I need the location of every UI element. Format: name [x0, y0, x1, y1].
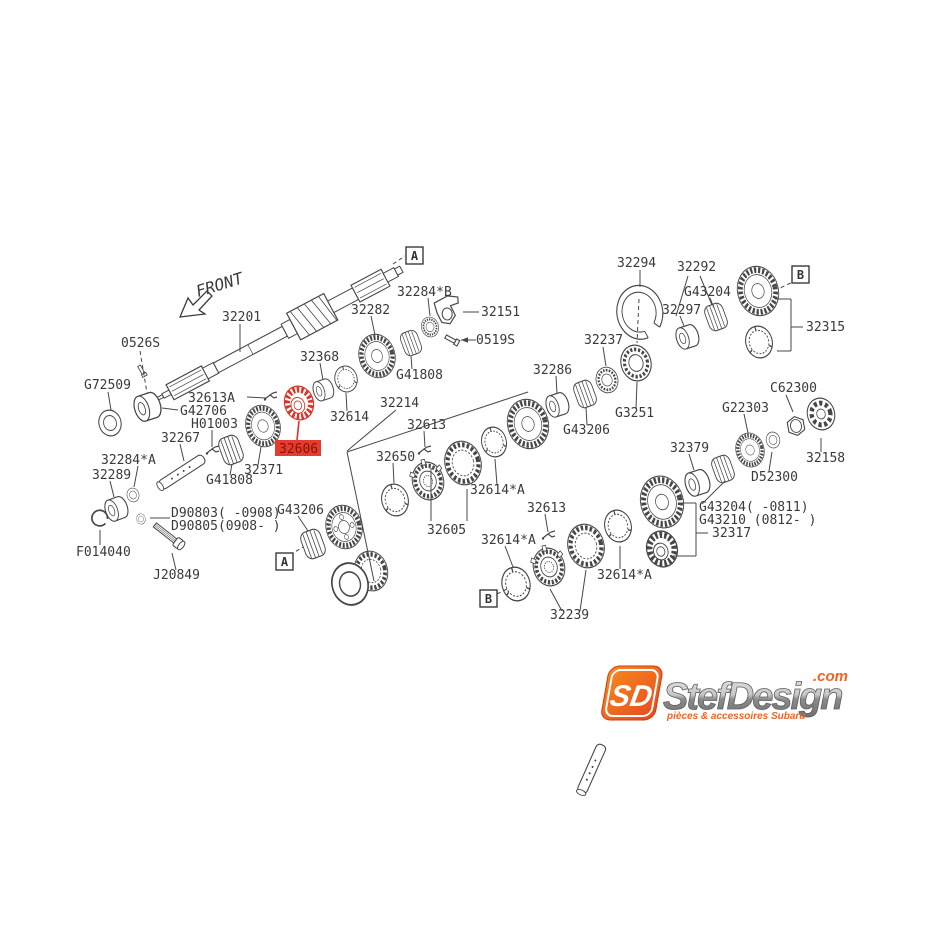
part-label-g43210-range: G43210 (0812- ) [699, 513, 816, 528]
logo-tld: .com [813, 668, 848, 685]
part-label-32379: 32379 [670, 441, 709, 456]
part-label-32282: 32282 [351, 303, 390, 318]
part-label-32613-2: 32613 [527, 501, 566, 516]
part-label-g72509: G72509 [84, 378, 131, 393]
part-label-32267: 32267 [161, 431, 200, 446]
part-label-32286: 32286 [533, 363, 572, 378]
part-label-32237: 32237 [584, 333, 623, 348]
part-label-32614a-2: 32614*A [481, 533, 536, 548]
callout-b-top-letter: B [797, 268, 804, 282]
part-32201-input-shaft [155, 265, 404, 402]
callout-b-top: B [791, 265, 810, 284]
logo-badge-text: SD [608, 680, 655, 713]
part-label-g41808-top: G41808 [396, 368, 443, 383]
part-label-d90803: D90803( -0908) [171, 506, 281, 521]
part-label-32158: 32158 [806, 451, 845, 466]
callout-a-top: A [405, 246, 424, 265]
part-label-g43206-mid: G43206 [563, 423, 610, 438]
part-label-d52300: D52300 [751, 470, 798, 485]
part-label-32371: 32371 [244, 463, 283, 478]
part-label-g43206-lower: G43206 [277, 503, 324, 518]
part-label-g3251: G3251 [615, 406, 654, 421]
highlighted-part-label-32606: 32606 [275, 440, 321, 457]
part-label-f014040: F014040 [76, 545, 131, 560]
callout-a-bottom: A [275, 552, 294, 571]
part-label-32201: 32201 [222, 310, 261, 325]
part-label-g41808-left: G41808 [206, 473, 253, 488]
part-label-32606: 32606 [279, 442, 318, 457]
part-label-32284b: 32284*B [397, 285, 452, 300]
part-label-32239: 32239 [550, 608, 589, 623]
callout-b-bottom: B [479, 589, 498, 608]
callout-a-top-letter: A [411, 249, 419, 263]
callout-a-bottom-letter: A [281, 555, 289, 569]
part-labels: 32201 0526S G72509 32613A G42706 H01003 … [76, 256, 845, 623]
part-label-32368: 32368 [300, 350, 339, 365]
part-label-32613-1: 32613 [407, 418, 446, 433]
part-label-32614a-1: 32614*A [470, 483, 525, 498]
part-label-g22303: G22303 [722, 401, 769, 416]
part-label-32614: 32614 [330, 410, 369, 425]
leader-line-32606 [296, 420, 300, 441]
leader-lines-dashed [139, 255, 798, 595]
part-label-32605: 32605 [427, 523, 466, 538]
part-label-g43204-range: G43204( -0811) [699, 500, 809, 515]
part-label-h01003: H01003 [191, 417, 238, 432]
logo-tagline: pièces & accessoires Subaru [666, 711, 805, 722]
part-label-32614a-3: 32614*A [597, 568, 652, 583]
part-32267-rod [156, 454, 206, 492]
part-label-32315: 32315 [806, 320, 845, 335]
part-label-32292: 32292 [677, 260, 716, 275]
part-label-0519s: 0519S [476, 333, 515, 348]
part-label-32289: 32289 [92, 468, 131, 483]
part-label-c62300: C62300 [770, 381, 817, 396]
part-label-32613a: 32613A [188, 391, 235, 406]
part-label-32650: 32650 [376, 450, 415, 465]
logo-badge: SD [601, 665, 663, 721]
part-label-32317: 32317 [712, 526, 751, 541]
leader-lines [99, 270, 822, 612]
callout-b-bottom-letter: B [485, 592, 492, 606]
vendor-logo: SD StefDesign .com pièces & accessoires … [601, 665, 848, 722]
highlight-box [275, 440, 321, 456]
part-label-32284a: 32284*A [101, 453, 156, 468]
part-label-32297: 32297 [662, 303, 701, 318]
logo-wordmark: StefDesign [663, 676, 842, 718]
part-label-32294: 32294 [617, 256, 656, 271]
part-label-32214: 32214 [380, 396, 419, 411]
front-arrow-icon [178, 290, 213, 318]
arrowhead-0519s [461, 337, 468, 343]
part-label-g42706: G42706 [180, 404, 227, 419]
part-label-j20849: J20849 [153, 568, 200, 583]
part-label-d90805: D90805(0908- ) [171, 519, 281, 534]
part-label-g43204-top: G43204 [684, 285, 731, 300]
part-label-0526s: 0526S [121, 336, 160, 351]
part-label-32151: 32151 [481, 305, 520, 320]
